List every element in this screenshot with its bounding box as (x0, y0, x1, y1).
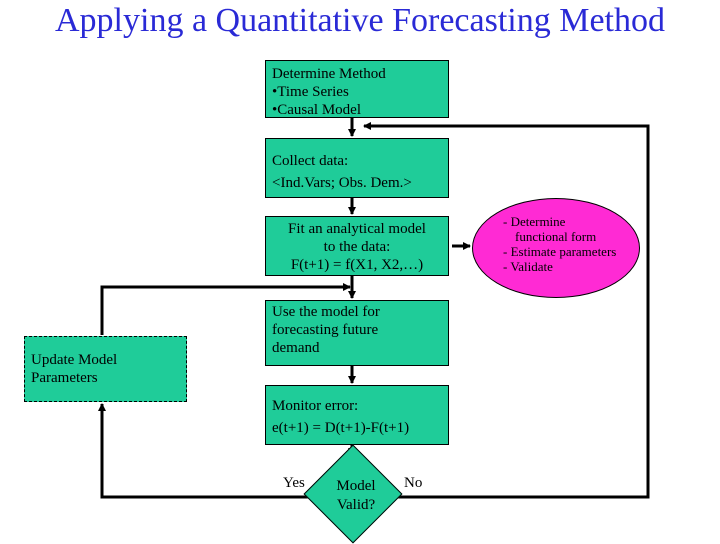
fit-model-line-1: Fit an analytical model (288, 221, 426, 237)
use-model-line-2: forecasting future (272, 322, 379, 338)
collect-data-vars: <Ind.Vars; Obs. Dem.> (272, 175, 412, 191)
determine-method-title: Determine Method (272, 66, 386, 82)
determine-method-box: Determine Method •Time Series •Causal Mo… (265, 60, 449, 118)
no-label: No (404, 475, 423, 491)
update-params-line-2: Parameters (31, 370, 98, 386)
fit-model-box: Fit an analytical model to the data: F(t… (265, 216, 449, 276)
yes-label: Yes (283, 475, 305, 491)
ellipse-determine: - Determine (503, 214, 566, 229)
ellipse-validate: - Validate (503, 259, 553, 274)
monitor-error-box: Monitor error: e(t+1) = D(t+1)-F(t+1) (265, 385, 449, 445)
update-params-line-1: Update Model (31, 352, 118, 368)
fit-model-formula: F(t+1) = f(X1, X2,…) (290, 257, 424, 273)
decision-label: Model Valid? (318, 477, 394, 515)
monitor-error-title: Monitor error: (272, 398, 359, 414)
use-model-line-3: demand (272, 340, 320, 356)
ellipse-estimate: - Estimate parameters (503, 244, 617, 259)
arrow-no-loop (363, 122, 650, 499)
arrow-update-to-use (100, 283, 351, 335)
decision-line-2: Valid? (336, 497, 376, 513)
fit-details-ellipse: - Determine functional form - Estimate p… (472, 198, 640, 298)
collect-data-title: Collect data: (272, 153, 349, 169)
monitor-error-formula: e(t+1) = D(t+1)-F(t+1) (272, 420, 410, 436)
page-title: Applying a Quantitative Forecasting Meth… (55, 2, 665, 39)
causal-model-item: •Causal Model (272, 102, 361, 118)
use-model-line-1: Use the model for (272, 304, 380, 320)
decision-line-1: Model (336, 478, 376, 494)
time-series-item: •Time Series (272, 84, 349, 100)
use-model-box: Use the model for forecasting future dem… (265, 300, 449, 366)
collect-data-box: Collect data: <Ind.Vars; Obs. Dem.> (265, 138, 449, 198)
ellipse-functional-form: functional form (515, 229, 597, 244)
update-params-box: Update Model Parameters (24, 336, 187, 402)
fit-model-line-2: to the data: (323, 239, 391, 255)
arrow-yes-to-update (98, 403, 318, 499)
